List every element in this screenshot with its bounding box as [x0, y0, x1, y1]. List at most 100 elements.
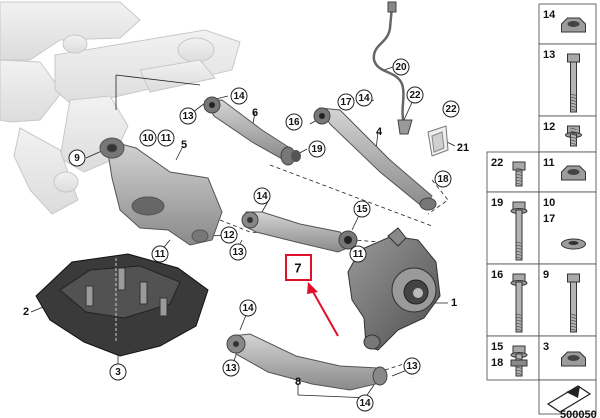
callout-circle: [157, 129, 175, 147]
callout-circle: [239, 299, 257, 317]
cell-part-number: 15: [491, 341, 503, 353]
subframe-ghost: [0, 1, 241, 215]
callout-18: 18: [434, 170, 452, 188]
callout-13: 13: [229, 243, 247, 261]
nut-icon: [561, 351, 586, 367]
cell-border: [538, 191, 597, 265]
callout-13: 13: [179, 107, 197, 125]
callout-number: 22: [445, 104, 457, 115]
callout-number: 14: [358, 93, 370, 104]
callout-circle: [403, 357, 421, 375]
callout-number: 13: [232, 247, 244, 258]
cell-part-number: 3: [543, 341, 549, 353]
callout-number: 11: [353, 249, 364, 260]
callout-number: 9: [74, 153, 80, 164]
cell-part-number: 14: [543, 9, 556, 21]
cell-border: [486, 151, 540, 193]
callout-11: 11: [349, 245, 367, 263]
part-8-lower-arm: [226, 333, 388, 391]
hardware-cell-12: 12: [538, 115, 597, 153]
callout-11: 11: [151, 245, 169, 263]
callout-20: 20: [392, 58, 410, 76]
plain-labels: 6 4 5 2 1 8 21: [23, 107, 469, 388]
callout-circle: [179, 107, 197, 125]
callout-number: 3: [115, 367, 121, 378]
callout-number: 14: [242, 303, 254, 314]
callout-12: 12: [220, 226, 238, 244]
label-part-6: 6: [252, 107, 258, 119]
washer-icon: [561, 238, 586, 250]
callout-14: 14: [230, 87, 248, 105]
nut-icon: [561, 165, 586, 181]
callout-3: 3: [109, 363, 127, 381]
cell-part-number-secondary: 17: [543, 213, 555, 225]
label-part-4: 4: [376, 126, 383, 138]
callout-circle: [353, 200, 371, 218]
callout-number: 17: [340, 97, 352, 108]
callout-circle: [151, 245, 169, 263]
callout-circle: [406, 86, 424, 104]
direction-indicator-cell: [538, 379, 597, 415]
callout-circle: [349, 245, 367, 263]
cell-part-number: 13: [543, 49, 555, 61]
callout-number: 14: [233, 91, 245, 102]
hardware-cell-9: 9: [538, 263, 597, 337]
cell-part-number-secondary: 18: [491, 357, 503, 369]
part-1-wheel-carrier: [347, 227, 441, 351]
callout-22: 22: [442, 100, 460, 118]
part-21-bracket: [427, 125, 449, 157]
hardware-cell-3: 3: [538, 335, 597, 381]
callout-number: 18: [437, 174, 449, 185]
callout-circle: [434, 170, 452, 188]
callout-15: 15: [353, 200, 371, 218]
callout-number: 22: [409, 90, 421, 101]
highlight-label: 7: [294, 261, 301, 276]
cell-part-number: 12: [543, 121, 555, 133]
highlight-arrow: [311, 289, 339, 337]
callout-circle: [68, 149, 86, 167]
callout-number: 12: [223, 230, 235, 241]
callout-19: 19: [308, 140, 326, 158]
callout-number: 13: [225, 363, 237, 374]
nut-icon: [561, 17, 586, 33]
callout-number: 14: [256, 191, 268, 202]
hardware-cell-14: 14: [538, 3, 597, 45]
highlight-part-7: 7: [285, 254, 339, 337]
callout-number: 19: [311, 144, 323, 155]
callout-16: 16: [285, 113, 303, 131]
longbolt-icon: [510, 201, 528, 261]
label-part-8: 8: [295, 376, 301, 388]
diagram-code: 500050: [560, 409, 597, 418]
callout-number: 13: [406, 361, 418, 372]
callout-13: 13: [222, 359, 240, 377]
part-4-link: [313, 107, 437, 211]
callout-circle: [337, 93, 355, 111]
callout-17: 17: [337, 93, 355, 111]
callout-circle: [355, 89, 373, 107]
callout-9: 9: [68, 149, 86, 167]
hardware-cell-19: 19: [486, 191, 540, 265]
callout-number: 11: [155, 249, 166, 260]
part-7-lower-link: [241, 211, 358, 253]
hardware-cell-11: 11: [538, 151, 597, 193]
callout-14: 14: [239, 299, 257, 317]
callout-22: 22: [406, 86, 424, 104]
callout-circle: [109, 363, 127, 381]
callout-14: 14: [356, 394, 374, 412]
label-part-1: 1: [451, 297, 457, 309]
part-20-sensor-wire: [372, 1, 413, 135]
nutbolt-icon: [510, 345, 528, 377]
callout-circle: [139, 129, 157, 147]
highlight-arrowhead: [307, 282, 318, 294]
callout-circle: [285, 113, 303, 131]
callout-circle: [308, 140, 326, 158]
part-2-underbody-shield: [35, 253, 209, 357]
flangebolt-icon: [565, 125, 582, 147]
callout-13: 13: [403, 357, 421, 375]
callout-10: 10: [139, 129, 157, 147]
callout-number: 20: [395, 62, 407, 73]
callout-number: 11: [161, 133, 172, 144]
